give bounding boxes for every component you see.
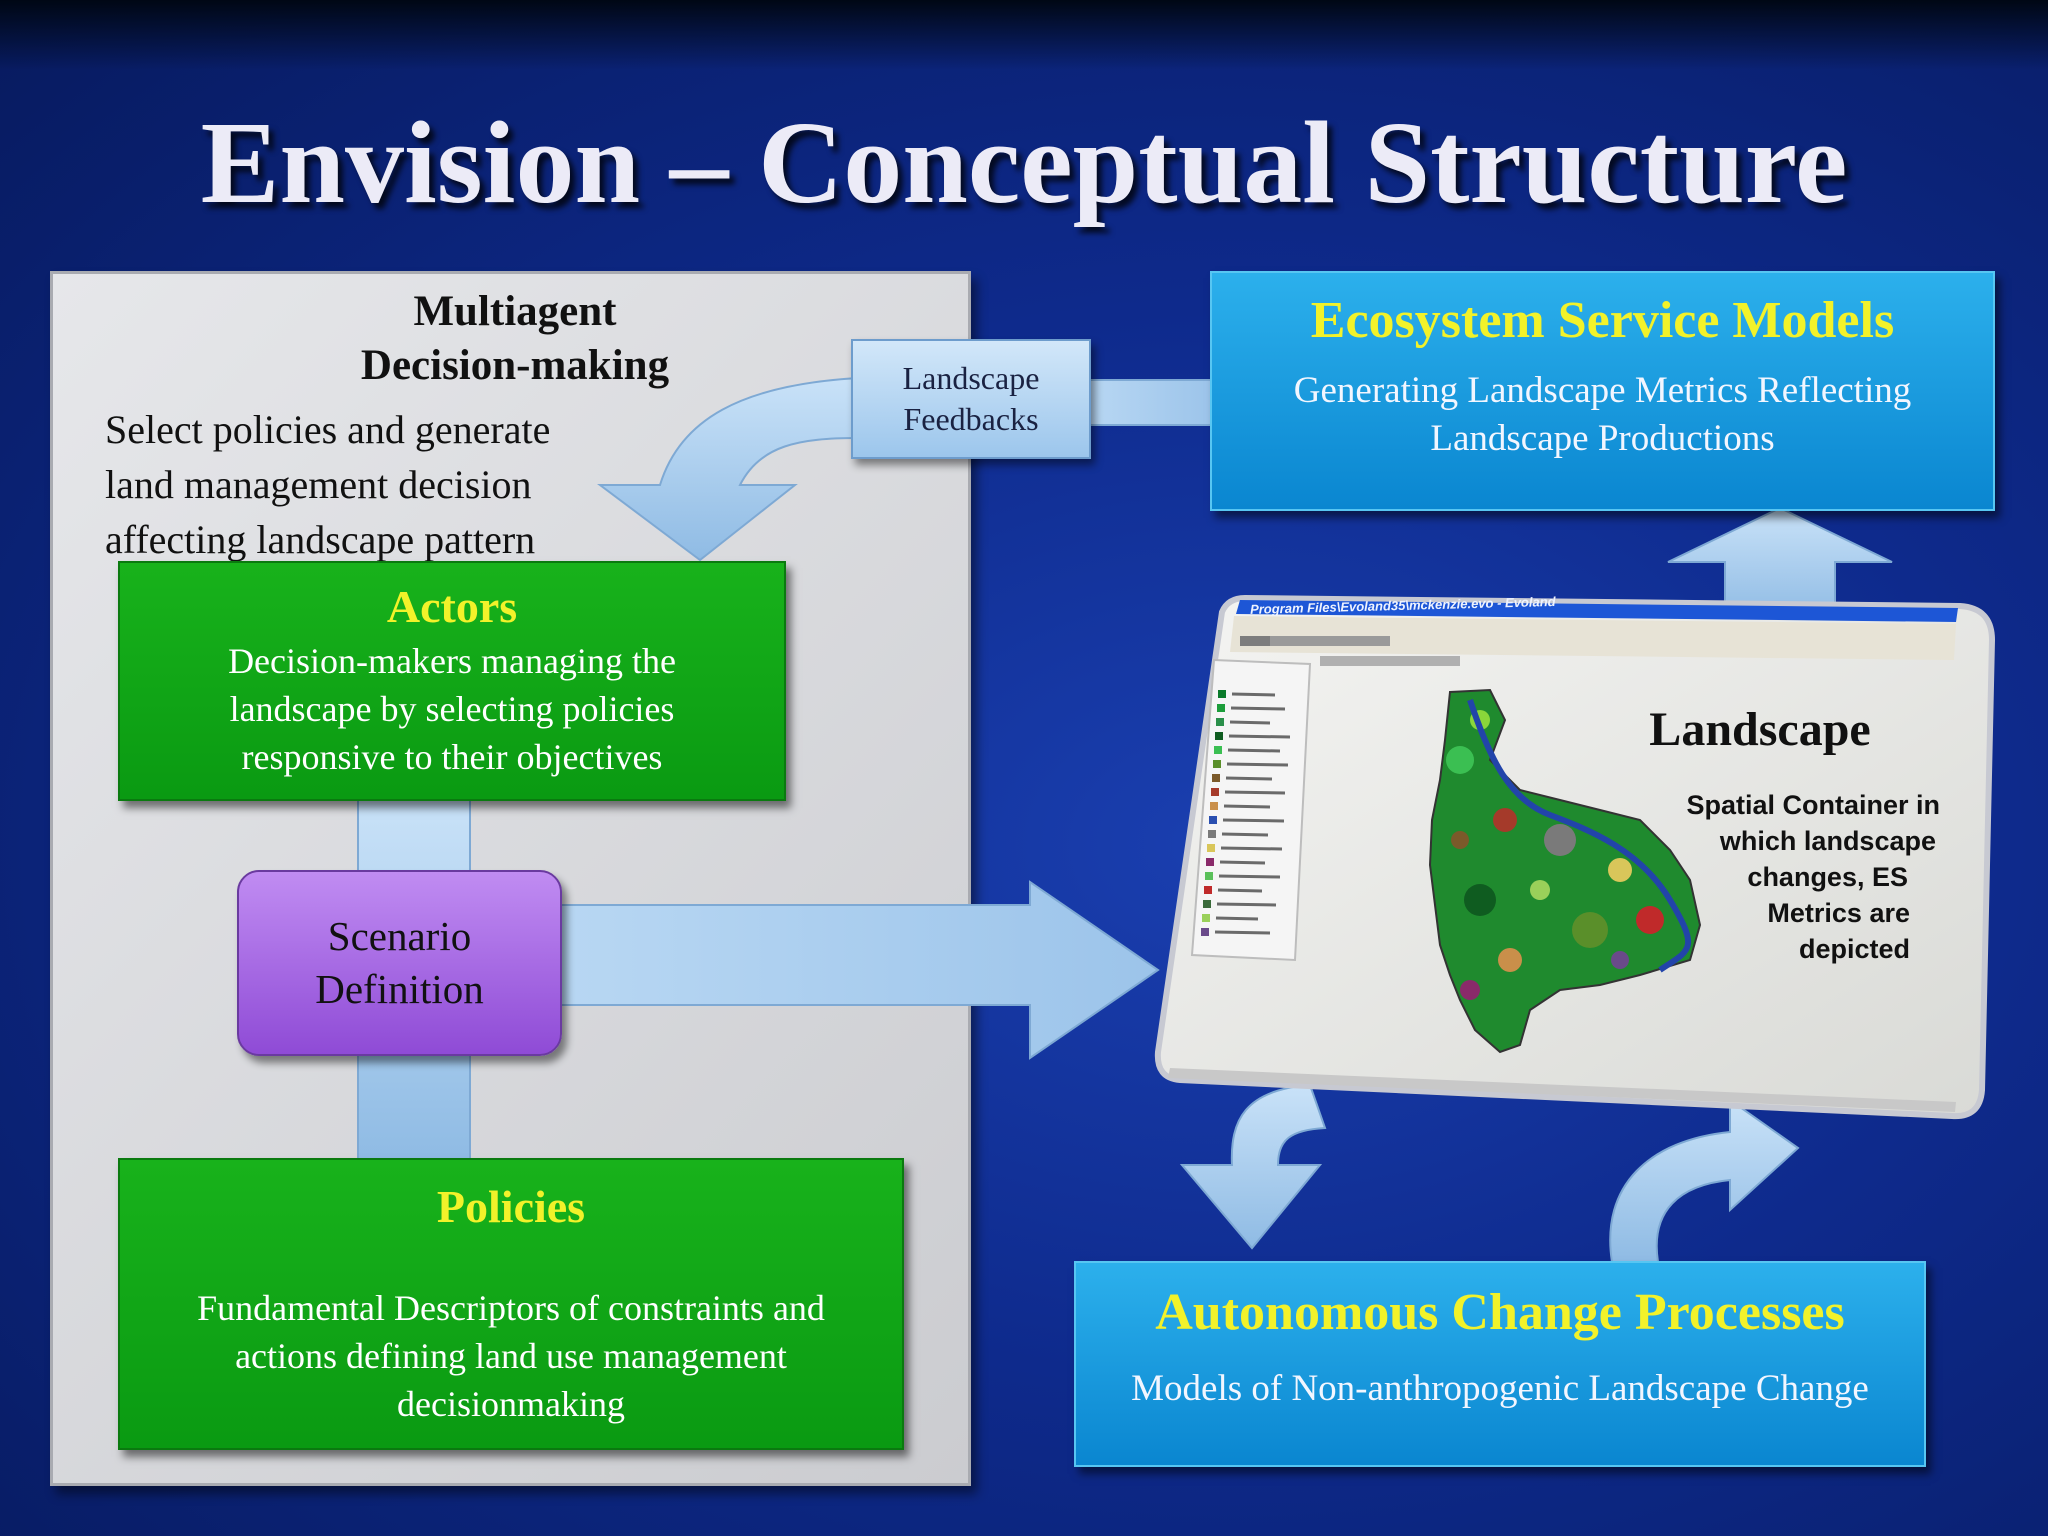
- landscape-desc-line: which landscape: [1719, 826, 1936, 856]
- autonomous-text: Models of Non-anthropogenic Landscape Ch…: [1131, 1368, 1869, 1409]
- policies-text-line: actions defining land use management: [235, 1336, 787, 1376]
- screenshot-frame: [1154, 594, 1996, 1120]
- landscape-to-autonomous-arrow: [1179, 1083, 1327, 1250]
- multiagent-heading: Multiagent Decision-making: [300, 285, 730, 393]
- autonomous-title: Autonomous Change Processes: [1155, 1284, 1845, 1341]
- policies-text-line: Fundamental Descriptors of constraints a…: [197, 1288, 825, 1328]
- multiagent-description: Select policies and generate land manage…: [105, 402, 665, 567]
- landscape-description: Spatial Container in which landscape cha…: [1670, 787, 1940, 967]
- map-patches: [1446, 710, 1664, 1000]
- policies-text: Fundamental Descriptors of constraints a…: [120, 1284, 902, 1428]
- autonomous-to-landscape-arrow: [1609, 1098, 1800, 1263]
- top-dark-band: [0, 0, 2048, 70]
- river: [1467, 699, 1691, 973]
- scenario-to-landscape-arrow: [559, 880, 1160, 1060]
- policies-box: Policies Fundamental Descriptors of cons…: [118, 1158, 904, 1450]
- multiagent-text-line: Select policies and generate: [105, 407, 551, 452]
- actors-text: Decision-makers managing the landscape b…: [120, 637, 784, 781]
- scenario-line: Definition: [315, 966, 484, 1012]
- slide-title: Envision – Conceptual Structure: [200, 97, 1848, 228]
- landscape-desc-line: Metrics are: [1767, 898, 1910, 928]
- ecosystem-text-line: Landscape Productions: [1430, 418, 1775, 459]
- landscape-map: [1428, 688, 1702, 1054]
- actors-box: Actors Decision-makers managing the land…: [118, 561, 786, 801]
- feedback-curved-arrow: [597, 376, 859, 562]
- landscape-desc-line: depicted: [1798, 934, 1910, 964]
- actors-text-line: landscape by selecting policies: [229, 689, 675, 729]
- landscape-title: Landscape: [1649, 703, 1871, 756]
- ecosystem-title: Ecosystem Service Models: [1310, 292, 1895, 349]
- multiagent-heading-line: Multiagent: [413, 288, 617, 335]
- landscape-feedbacks-box: Landscape Feedbacks: [851, 339, 1091, 459]
- feedback-line: Feedbacks: [903, 401, 1039, 437]
- landscape-desc-line: Spatial Container in: [1686, 790, 1940, 820]
- ecosystem-text-line: Generating Landscape Metrics Reflecting: [1293, 370, 1912, 411]
- landscape-desc-line: changes, ES: [1747, 862, 1908, 892]
- policies-text-line: decisionmaking: [397, 1384, 625, 1424]
- ecosystem-service-models-box: Ecosystem Service Models Generating Land…: [1210, 271, 1995, 511]
- scenario-line: Scenario: [327, 913, 472, 959]
- feedback-line: Landscape: [902, 360, 1040, 396]
- autonomous-change-processes-box: Autonomous Change Processes Models of No…: [1074, 1261, 1926, 1467]
- legend-swatches: [1201, 690, 1226, 936]
- multiagent-heading-line: Decision-making: [360, 342, 670, 389]
- scenario-definition-box: Scenario Definition: [237, 870, 562, 1056]
- multiagent-text-line: land management decision: [105, 462, 532, 507]
- multiagent-text-line: affecting landscape pattern: [105, 517, 536, 562]
- actors-title: Actors: [386, 581, 518, 632]
- ecosystem-text: Generating Landscape Metrics Reflecting …: [1212, 367, 1993, 463]
- legend-text-lines: [1214, 692, 1291, 935]
- actors-text-line: Decision-makers managing the: [228, 641, 676, 681]
- actors-text-line: responsive to their objectives: [241, 737, 663, 777]
- policies-title: Policies: [436, 1181, 586, 1232]
